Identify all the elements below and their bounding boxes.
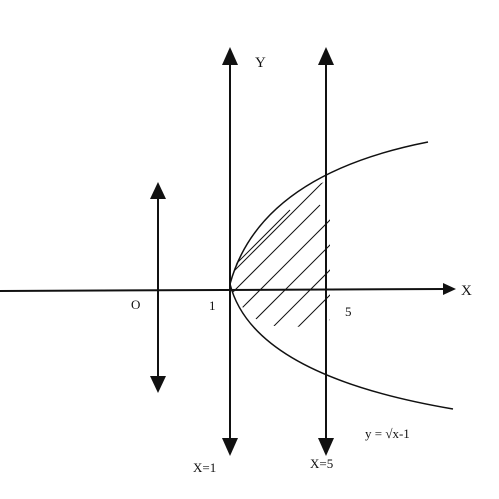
line-x5-top-arrowhead — [318, 47, 334, 65]
vertical-double-arrow — [150, 182, 166, 393]
y-axis-label: Y — [255, 55, 266, 71]
line-x1-bottom-arrowhead — [222, 438, 238, 456]
origin-label: O — [131, 297, 140, 312]
line-x5-bottom-arrowhead — [318, 438, 334, 456]
line-x1-label: X=1 — [193, 460, 216, 475]
tick-label-1: 1 — [209, 298, 216, 313]
line-x1-top-arrowhead — [222, 47, 238, 65]
tick-label-5: 5 — [345, 304, 352, 319]
double-arrow-top-arrowhead — [150, 182, 166, 199]
x-axis-arrowhead — [443, 283, 456, 295]
shaded-region — [230, 180, 330, 328]
double-arrow-bottom-arrowhead — [150, 376, 166, 393]
parabola-curve — [229, 141, 454, 410]
line-x5-label: X=5 — [310, 456, 333, 471]
x-axis — [0, 283, 456, 295]
curve-equation-label: y = √x-1 — [365, 426, 410, 441]
line-x-equals-5 — [318, 47, 334, 456]
line-x-equals-1 — [222, 47, 238, 456]
x-axis-label: X — [461, 283, 472, 299]
